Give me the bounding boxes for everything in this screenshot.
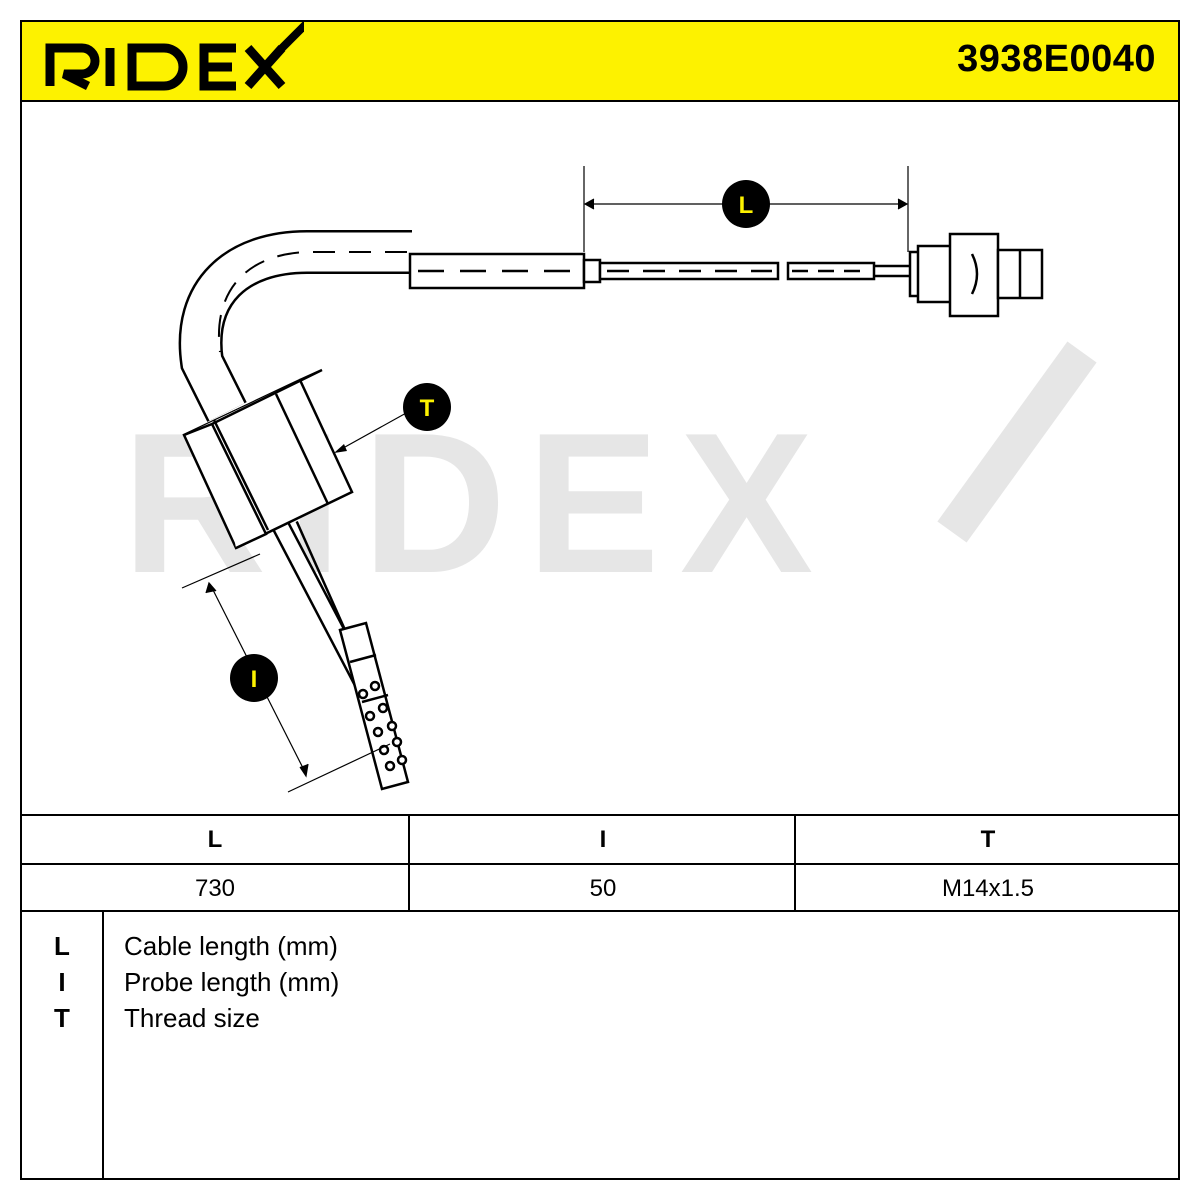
header-bar: 3938E0040 xyxy=(22,22,1178,102)
legend-divider xyxy=(102,912,104,1178)
legend-text-t: Thread size xyxy=(124,1003,260,1033)
legend-text-i: Probe length (mm) xyxy=(124,967,340,997)
legend-symbol-l: L xyxy=(54,931,70,961)
spec-header-l: L xyxy=(22,816,408,865)
legend-text-l: Cable length (mm) xyxy=(124,931,338,961)
sensor-drawing: RIDEX xyxy=(122,166,1097,793)
spec-value-t: M14x1.5 xyxy=(941,875,1035,902)
spec-header-i: I xyxy=(410,816,796,865)
callout-i-label: I xyxy=(251,666,258,693)
callout-t-label: T xyxy=(420,395,435,422)
callout-t-leader xyxy=(335,411,409,453)
callout-t-badge xyxy=(403,383,451,431)
part-number: 3938E0040 xyxy=(957,38,1156,80)
watermark-slash xyxy=(937,341,1097,543)
callout-l-label: L xyxy=(739,192,754,219)
legend-symbol-i: I xyxy=(58,967,66,997)
spec-table: L 730 I 50 T M14x1.5 xyxy=(22,814,1180,912)
hex-nut xyxy=(182,368,354,550)
callout-i-badge xyxy=(230,654,278,702)
ridex-logo xyxy=(45,22,304,91)
spec-value-l: 730 xyxy=(194,875,236,902)
spec-column-l: L 730 xyxy=(22,816,408,912)
product-sheet: 3938E0040 RIDEX xyxy=(20,20,1180,1180)
legend: L Cable length (mm) I Probe length (mm) … xyxy=(22,912,1178,1178)
probe-tip xyxy=(269,516,410,791)
legend-symbol-t: T xyxy=(54,1003,70,1033)
connector xyxy=(908,232,1044,318)
spec-header-t: T xyxy=(796,816,1180,865)
spec-value-i: 50 xyxy=(589,875,617,902)
spec-column-i: I 50 xyxy=(408,816,796,912)
spec-column-t: T M14x1.5 xyxy=(794,816,1180,912)
callout-l-badge xyxy=(722,180,770,228)
